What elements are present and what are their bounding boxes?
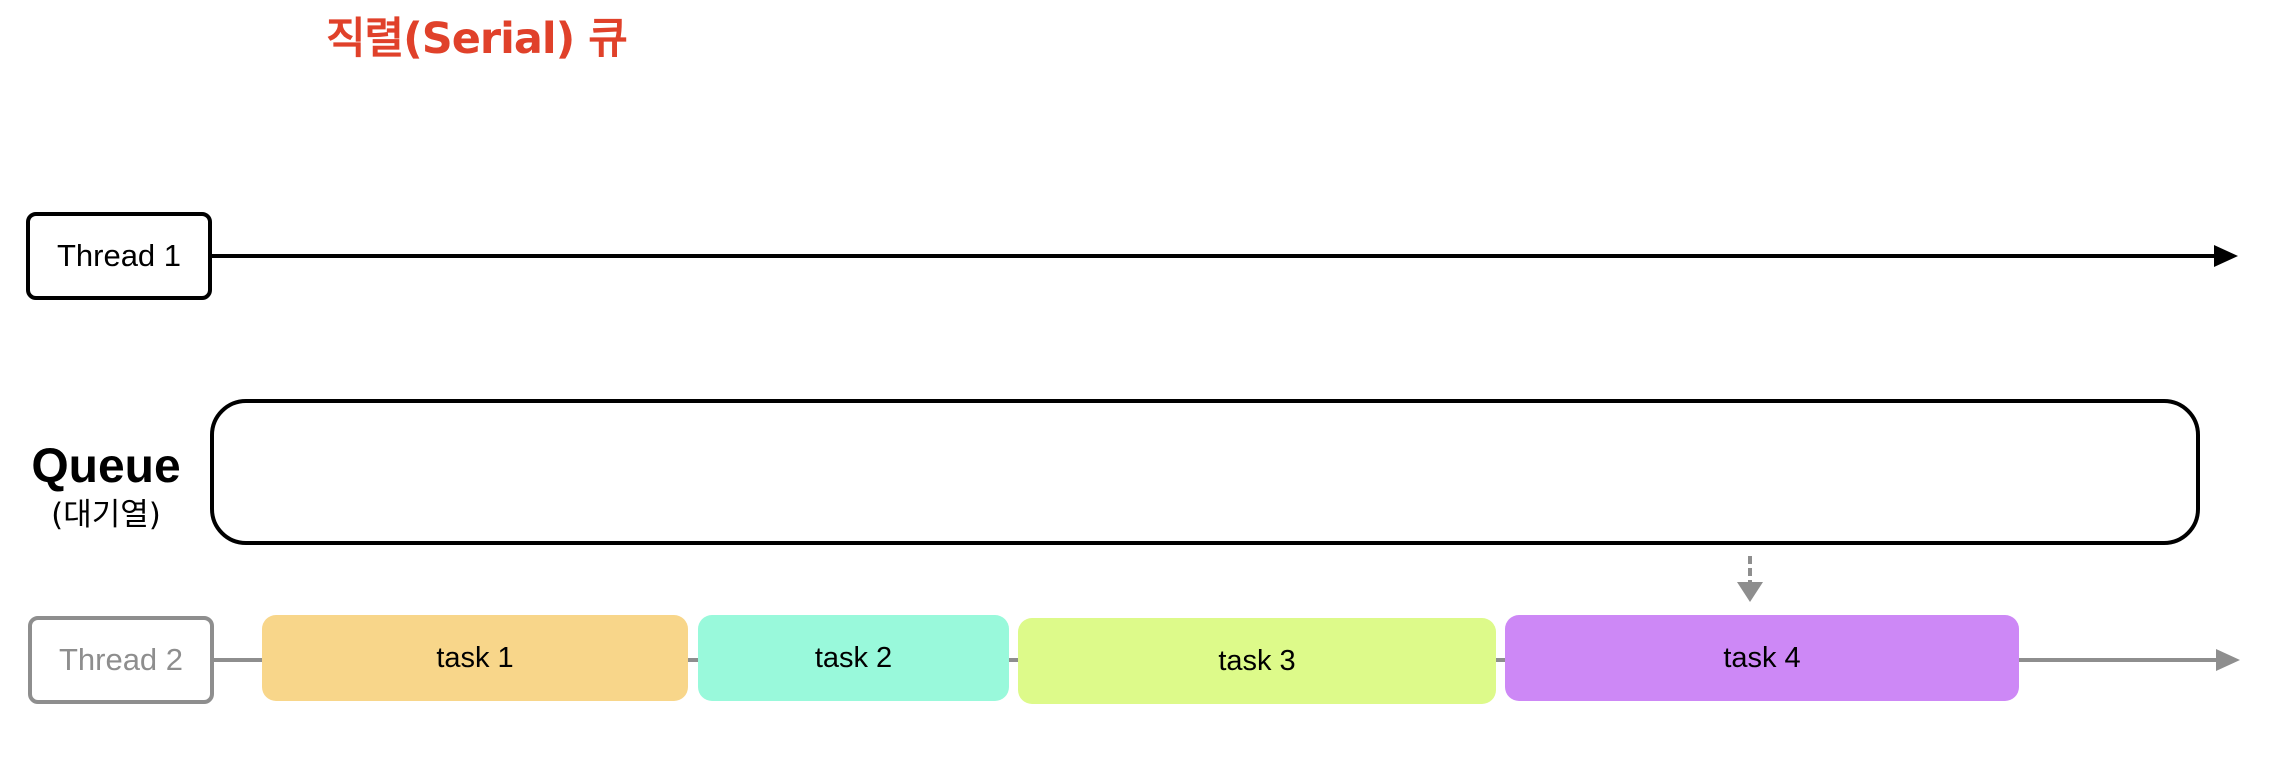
thread-1-box: Thread 1 <box>26 212 212 300</box>
task-2-block: task 2 <box>698 615 1009 701</box>
task-3-block: task 3 <box>1018 618 1496 704</box>
thread-2-arrowhead <box>2216 649 2240 671</box>
queue-container <box>210 399 2200 545</box>
thread-1-arrowhead <box>2214 245 2238 267</box>
dequeue-arrowhead <box>1737 582 1763 602</box>
queue-label: Queue (대기열) <box>26 438 186 534</box>
diagram-title: 직렬(Serial) 큐 <box>326 14 628 64</box>
task-4-block: task 4 <box>1505 615 2019 701</box>
queue-subtitle: (대기열) <box>51 497 161 533</box>
thread-2-box: Thread 2 <box>28 616 214 704</box>
task-1-block: task 1 <box>262 615 688 701</box>
queue-title: Queue <box>31 440 181 493</box>
